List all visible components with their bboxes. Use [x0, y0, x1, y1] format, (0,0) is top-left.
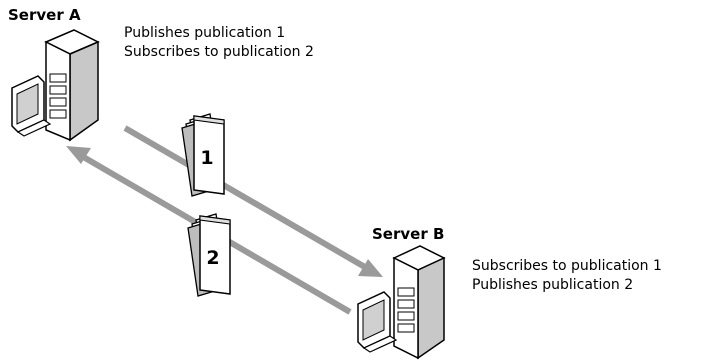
publication-2-label: 2	[206, 247, 219, 269]
publication-2-icon	[187, 213, 231, 297]
server-b-title: Server B	[372, 225, 445, 243]
server-b-line-1: Subscribes to publication 1	[472, 258, 662, 274]
server-b-icon	[357, 245, 446, 360]
server-a-icon	[11, 29, 100, 142]
publication-1-icon	[181, 113, 225, 197]
publication-1-label: 1	[200, 147, 213, 169]
server-b-description: Subscribes to publication 1 Publishes pu…	[472, 257, 662, 295]
server-a-line-2: Subscribes to publication 2	[124, 44, 314, 60]
server-a-line-1: Publishes publication 1	[124, 25, 286, 41]
arrow-a-to-b	[123, 125, 383, 277]
server-a-description: Publishes publication 1 Subscribes to pu…	[124, 24, 314, 62]
server-a-title: Server A	[8, 6, 81, 24]
server-b-line-2: Publishes publication 2	[472, 277, 634, 293]
